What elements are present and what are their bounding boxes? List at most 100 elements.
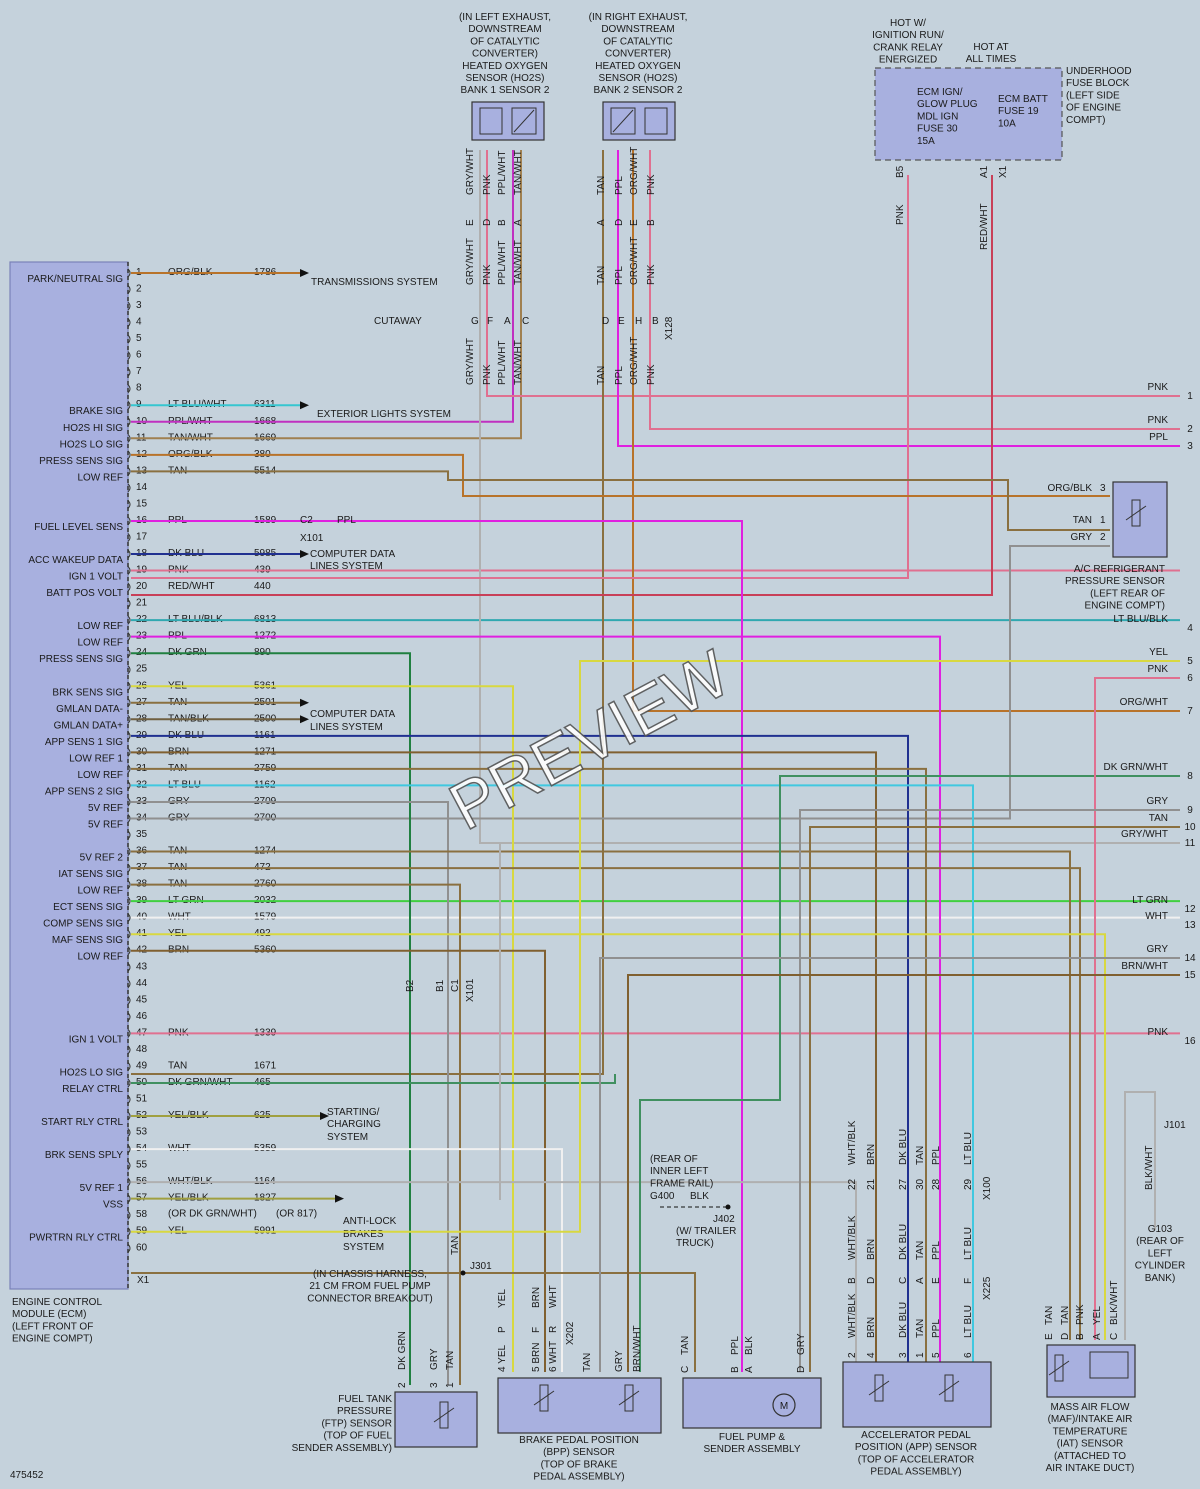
- right-edge-number: 11: [1185, 838, 1196, 849]
- ho2s-pin: B: [646, 219, 657, 226]
- wire-app-ppl: [131, 635, 941, 1372]
- ecm-module: [9, 261, 129, 1290]
- bpp-conn-pin: R: [548, 1326, 559, 1333]
- system-label: CHARGING: [327, 1119, 381, 1130]
- j301-note: (IN CHASSIS HARNESS,: [313, 1269, 427, 1280]
- ho2s-wire-color: PPL/WHT: [497, 151, 508, 195]
- app-mid-wire: DK BLU: [898, 1224, 909, 1260]
- ecm-pin-number: 35: [136, 829, 148, 840]
- ecm-pin-label: IGN 1 VOLT: [69, 572, 123, 583]
- ho2s2-caption-line: BANK 2 SENSOR 2: [594, 85, 683, 96]
- c2-label: C2: [300, 515, 313, 526]
- g400-label: INNER LEFT: [650, 1166, 708, 1177]
- ecm-pin-label: ECT SENS SIG: [53, 902, 123, 913]
- maf-caption: TEMPERATURE: [1053, 1426, 1128, 1437]
- ecm-pin-label: BRK SENS SIG: [52, 687, 123, 698]
- ecm-pin-label: LOW REF: [77, 952, 123, 963]
- fp-pin: C: [680, 1366, 691, 1373]
- wire-fuse-pnk: [131, 175, 909, 579]
- app-mid-wire: LT BLU: [963, 1227, 974, 1260]
- app-upper-wire: LT BLU: [963, 1132, 974, 1165]
- bpp-wire: 6 WHT: [548, 1341, 559, 1372]
- fuse2-text: 10A: [998, 118, 1016, 129]
- wire-fp-tan: [131, 1272, 696, 1372]
- app-upper-pin: 30: [915, 1178, 926, 1190]
- fuse1-text: FUSE 30: [917, 124, 958, 135]
- app-upper-wire: DK BLU: [898, 1129, 909, 1165]
- right-edge-number: 15: [1184, 970, 1196, 981]
- g400-color: BLK: [690, 1191, 709, 1202]
- ho2s-wire-color: TAN/WHT: [513, 340, 524, 385]
- right-edge-number: 16: [1184, 1036, 1196, 1047]
- ac-pin: 1: [1100, 515, 1106, 526]
- ecm-pin-label: FUEL LEVEL SENS: [34, 522, 123, 533]
- ecm-pin-label: 5V REF: [88, 803, 123, 814]
- j301-note: CONNECTOR BREAKOUT): [307, 1293, 432, 1304]
- wire-pwrtrn: [131, 660, 1180, 1233]
- x101-lower-label: X101: [465, 978, 476, 1002]
- app-x100: X100: [982, 1176, 993, 1200]
- ecm-pin-label: RELAY CTRL: [62, 1084, 123, 1095]
- right-edge-number: 13: [1184, 920, 1196, 931]
- fuse-wire: RED/WHT: [979, 203, 990, 250]
- system-label: ANTI-LOCK: [343, 1216, 397, 1227]
- ho2s-wire-color: PPL/WHT: [497, 341, 508, 385]
- x128-pin: E: [618, 316, 625, 327]
- wire-relay: [131, 1074, 616, 1084]
- ecm-pin-number: 49: [136, 1060, 148, 1071]
- app-upper-pin: 29: [963, 1178, 974, 1190]
- bpp-caption: PEDAL ASSEMBLY): [533, 1472, 624, 1483]
- right-edge-color: PNK: [1147, 415, 1168, 426]
- wire-maf-pnk: [1094, 677, 1180, 1340]
- fuse1-text: GLOW PLUG: [917, 99, 978, 110]
- ecm-pin-number: 6: [136, 350, 142, 361]
- right-edge-color: ORG/WHT: [1120, 697, 1168, 708]
- right-edge-number: 14: [1184, 953, 1196, 964]
- ho2s-pin: A: [596, 219, 607, 226]
- ecm-pin-number: 46: [136, 1011, 148, 1022]
- ac-pin: 2: [1100, 532, 1106, 543]
- wire-app-tan: [131, 767, 927, 1372]
- ac-pin-color: GRY: [1071, 532, 1093, 543]
- ho2s2-caption-line: CONVERTER): [605, 49, 671, 60]
- ecm-pin-label: COMP SENS SIG: [43, 919, 123, 930]
- app-upper-wire: WHT/BLK: [847, 1120, 858, 1165]
- right-edge-number: 6: [1187, 673, 1193, 684]
- ho2s-wire-color: TAN: [596, 176, 607, 195]
- app-lower-pin: E: [931, 1277, 942, 1284]
- app-upper-wire: BRN: [866, 1144, 877, 1165]
- wire-ho2s2-org: [632, 150, 1180, 712]
- maf-wire: TAN: [1044, 1306, 1055, 1325]
- wire-app-dkblu: [131, 734, 909, 1372]
- g103-label: LEFT: [1148, 1248, 1172, 1259]
- ftp-pin: 3: [429, 1382, 440, 1388]
- ho2s2-caption-line: SENSOR (HO2S): [599, 73, 678, 84]
- app-wire: BRN: [866, 1317, 877, 1338]
- ftp-caption: PRESSURE: [337, 1406, 392, 1417]
- ho2s1-caption-line: OF CATALYTIC: [470, 36, 539, 47]
- ac-caption-line: (LEFT REAR OF: [1090, 588, 1165, 599]
- wire-ho2s2-ppl: [617, 150, 1180, 447]
- system-label: SYSTEM: [343, 1242, 384, 1253]
- ho2s2-caption-line: HEATED OXYGEN: [595, 61, 680, 72]
- x101-pin: B1: [435, 979, 446, 992]
- app-caption: ACCELERATOR PEDAL: [861, 1430, 971, 1441]
- wire-ho2s-tan: [131, 150, 522, 440]
- system-label: LINES SYSTEM: [310, 561, 383, 572]
- ecm-pin-label: PRESS SENS SIG: [39, 456, 123, 467]
- ecm-pin-number: 3: [136, 300, 142, 311]
- ho2s-pin: D: [482, 219, 493, 226]
- fp-wire: BLK: [744, 1336, 755, 1355]
- wire-circuit: 440: [254, 581, 271, 592]
- ftp-caption: (TOP OF FUEL: [323, 1431, 392, 1442]
- ac-pin-color: TAN: [1073, 515, 1092, 526]
- wire-tan-10: [809, 826, 1180, 1372]
- maf-caption: AIR INTAKE DUCT): [1046, 1463, 1135, 1474]
- wire-maf-yel: [131, 933, 1106, 1340]
- ecm-pin-number: 20: [136, 581, 148, 592]
- maf-caption: (MAF)/INTAKE AIR: [1048, 1414, 1133, 1425]
- app-wire: WHT/BLK: [847, 1293, 858, 1338]
- ecm-pin-number: 2: [136, 284, 142, 295]
- app-lower-pin: A: [915, 1277, 926, 1284]
